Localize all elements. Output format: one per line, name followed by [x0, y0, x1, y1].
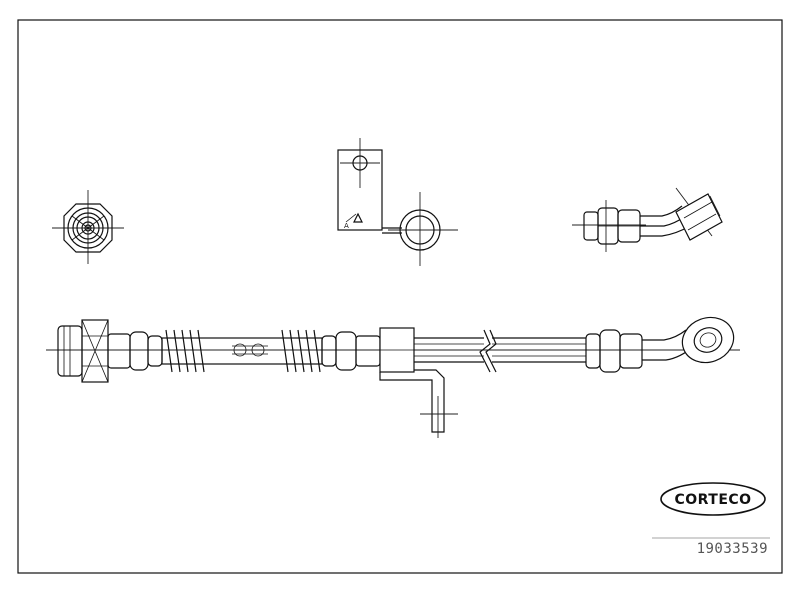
hose-body-right	[414, 329, 586, 373]
bracket-detail: A	[337, 138, 402, 234]
svg-text:A: A	[344, 222, 349, 230]
part-number: 19033539	[697, 541, 768, 557]
brand-logo-text: CORTECO	[674, 492, 751, 508]
middle-crimp	[321, 327, 415, 373]
end-fitting-front-view	[52, 190, 124, 264]
angled-fitting-detail	[572, 187, 723, 252]
right-fitting	[585, 316, 735, 373]
left-fitting	[57, 319, 163, 383]
spring-guard-left	[161, 329, 323, 373]
mounting-bracket-tab	[379, 369, 458, 438]
brand-logo: CORTECO	[660, 482, 766, 516]
drawing-frame	[17, 19, 783, 574]
main-hose-assembly	[46, 316, 740, 438]
banjo-eye-detail	[388, 192, 458, 266]
